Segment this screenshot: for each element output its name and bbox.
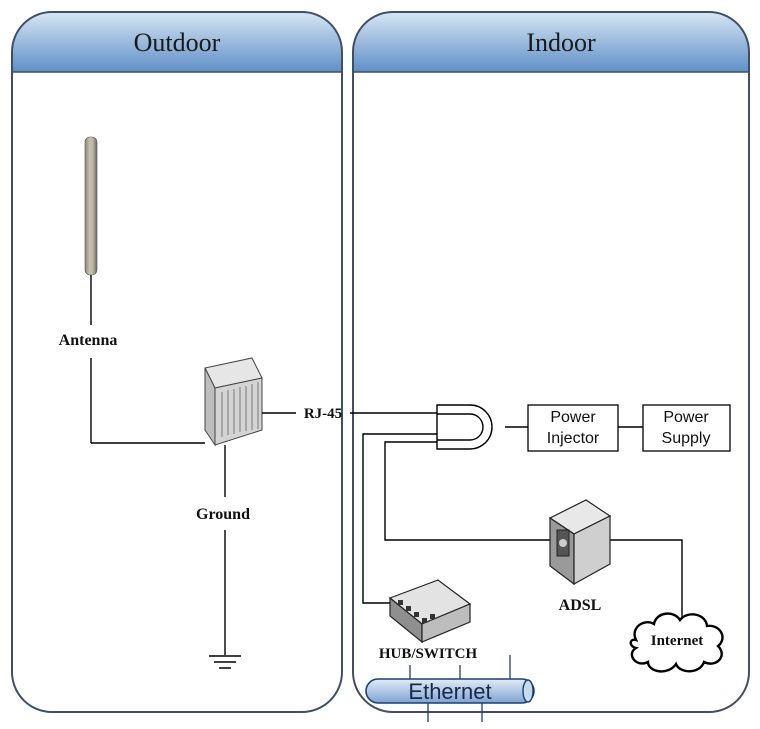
indoor-title: Indoor [526,28,596,57]
power-injector-label-line2: Injector [547,430,600,447]
power-supply-box: Power Supply [642,404,731,452]
internet-label: Internet [651,633,704,649]
outdoor-title: Outdoor [134,28,221,57]
antenna-label: Antenna [59,332,118,349]
ethernet-label: Ethernet [408,679,491,704]
power-supply-label-line2: Supply [662,430,711,447]
cloud-icon [629,612,724,673]
hub-switch-label: HUB/SWITCH [379,646,478,662]
combiner-icon [436,404,493,450]
combiner-to-internet-cable [384,441,683,625]
outdoor-radio-icon [204,357,263,447]
power-supply-label-line1: Power [663,409,709,426]
indoor-panel: Indoor [352,11,750,713]
ethernet-bus: Ethernet [365,678,535,704]
outdoor-panel: Outdoor [11,11,343,713]
rj45-label: RJ-45 [304,406,342,422]
hub-switch-icon [388,579,472,644]
combiner-to-hub-cable [362,433,437,604]
adsl-label: ADSL [559,597,602,614]
antenna-icon [84,136,98,276]
ground-symbol-icon [209,655,241,669]
adsl-modem-icon [548,499,612,586]
ethernet-bus-taps [409,655,511,722]
ground-label: Ground [196,506,250,523]
power-injector-label-line1: Power [550,409,596,426]
power-injector-box: Power Injector [527,404,619,452]
